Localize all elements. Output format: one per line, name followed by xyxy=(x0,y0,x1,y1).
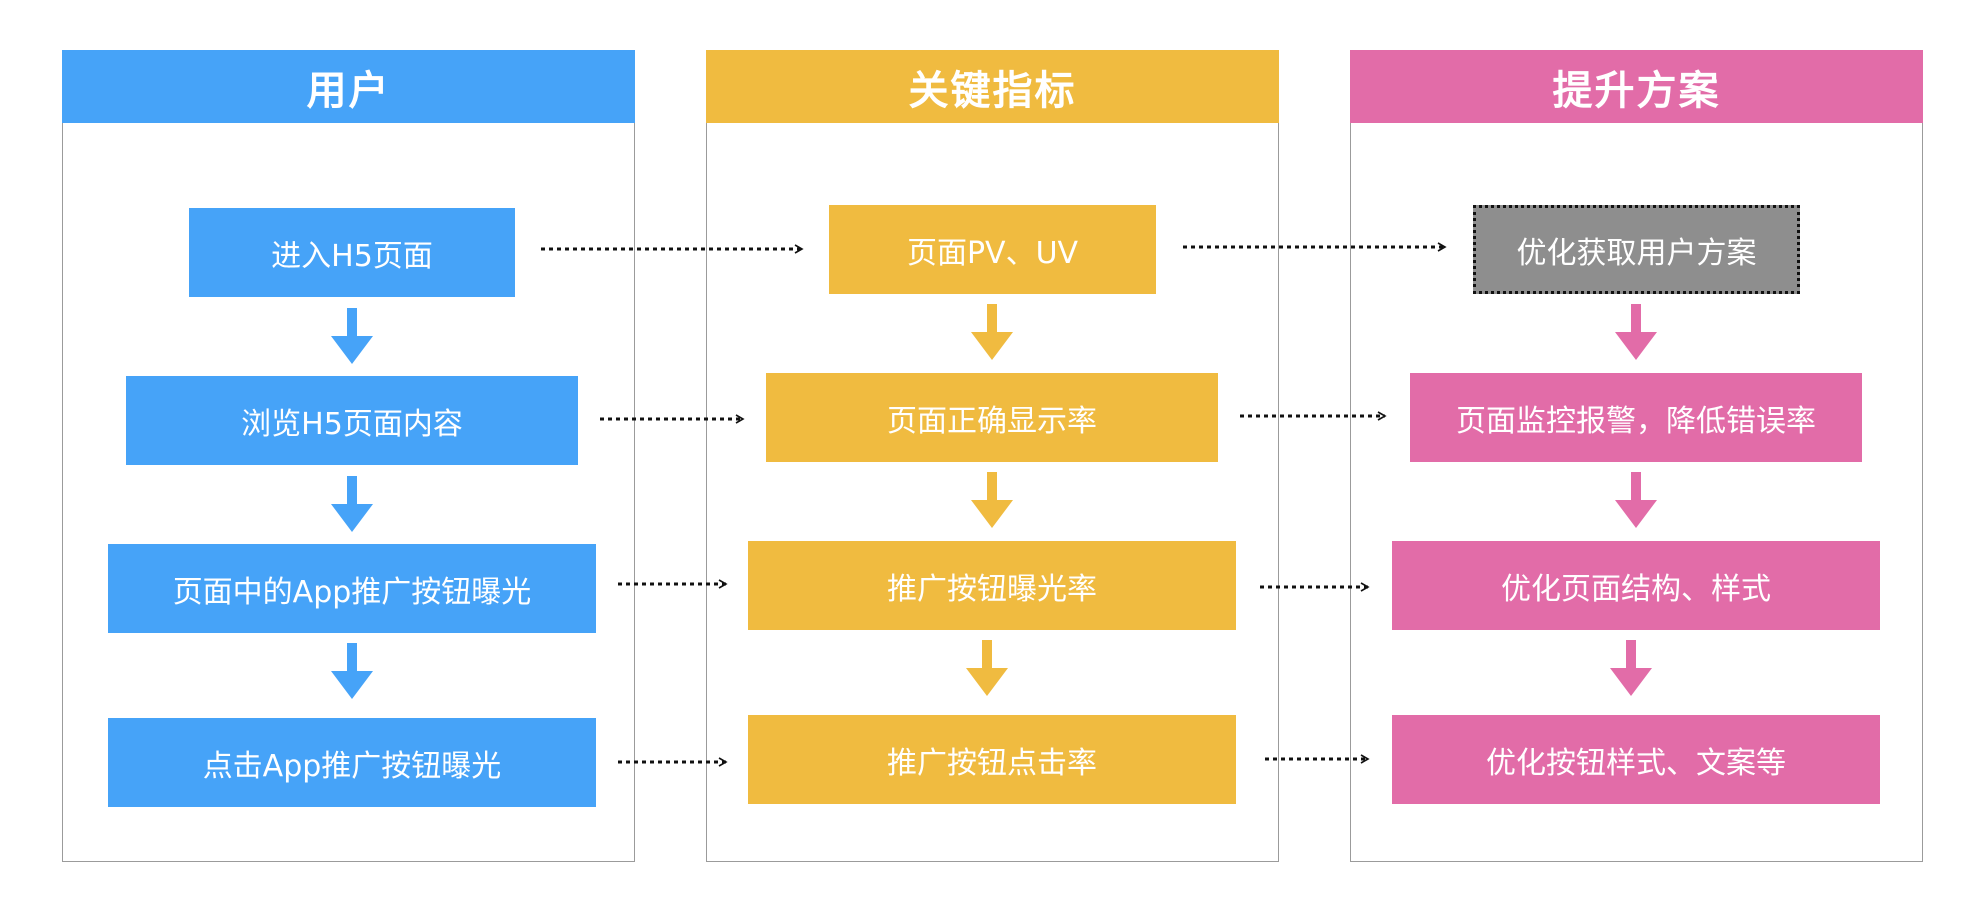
plan-optimize-button-style: 优化按钮样式、文案等 xyxy=(1392,715,1880,804)
metric-button-click-rate: 推广按钮点击率 xyxy=(748,715,1236,804)
plan-optimize-page-structure: 优化页面结构、样式 xyxy=(1392,541,1880,630)
column-header-improvement: 提升方案 xyxy=(1350,50,1923,123)
user-step-button-exposure: 页面中的App推广按钮曝光 xyxy=(108,544,596,633)
column-header-metrics: 关键指标 xyxy=(706,50,1279,123)
plan-page-monitoring: 页面监控报警，降低错误率 xyxy=(1410,373,1862,462)
plan-optimize-acquisition: 优化获取用户方案 xyxy=(1473,205,1800,294)
column-header-user: 用户 xyxy=(62,50,635,123)
user-step-button-click: 点击App推广按钮曝光 xyxy=(108,718,596,807)
user-step-browse-content: 浏览H5页面内容 xyxy=(126,376,578,465)
metric-button-exposure-rate: 推广按钮曝光率 xyxy=(748,541,1236,630)
metric-correct-display-rate: 页面正确显示率 xyxy=(766,373,1218,462)
metric-pv-uv: 页面PV、UV xyxy=(829,205,1156,294)
user-step-enter-page: 进入H5页面 xyxy=(189,208,515,297)
